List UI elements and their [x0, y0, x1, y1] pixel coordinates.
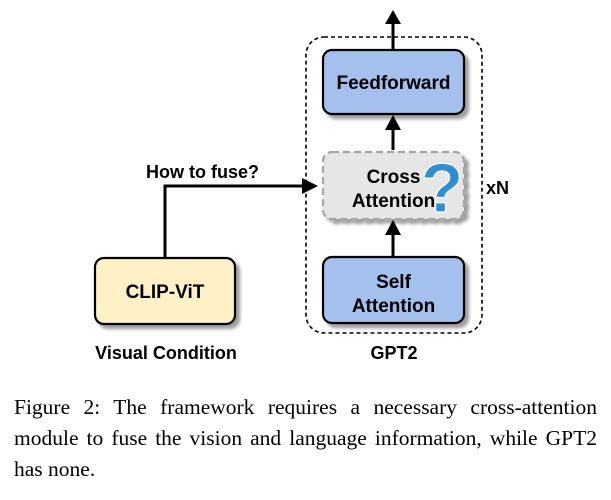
clip-vit-block: CLIP-ViT — [93, 256, 237, 326]
gpt2-label: GPT2 — [370, 343, 417, 363]
cross-attention-label-line2: Attention — [352, 191, 435, 212]
cross-to-feedforward-arrow — [385, 115, 401, 150]
self-to-cross-arrow — [385, 220, 401, 257]
question-mark-icon: ? — [421, 149, 464, 227]
visual-condition-label: Visual Condition — [95, 343, 237, 363]
clip-vit-label: CLIP-ViT — [126, 282, 205, 303]
self-attention-label-line2: Attention — [352, 296, 435, 317]
figure-caption: Figure 2: The framework requires a neces… — [14, 395, 597, 481]
output-arrow — [385, 10, 401, 50]
fuse-connector-arrow — [163, 178, 318, 258]
self-attention-label-line1: Self — [376, 272, 412, 293]
feedforward-label: Feedforward — [336, 73, 450, 94]
cross-attention-block: Cross Attention — [321, 150, 466, 221]
self-attention-block: Self Attention — [321, 255, 466, 325]
fuse-question-label: How to fuse? — [146, 162, 259, 182]
feedforward-block: Feedforward — [321, 48, 466, 116]
framework-diagram: Feedforward Cross Attention ? Self Atten… — [93, 10, 509, 363]
cross-attention-label-line1: Cross — [367, 167, 421, 188]
repeat-label: xN — [486, 178, 509, 198]
